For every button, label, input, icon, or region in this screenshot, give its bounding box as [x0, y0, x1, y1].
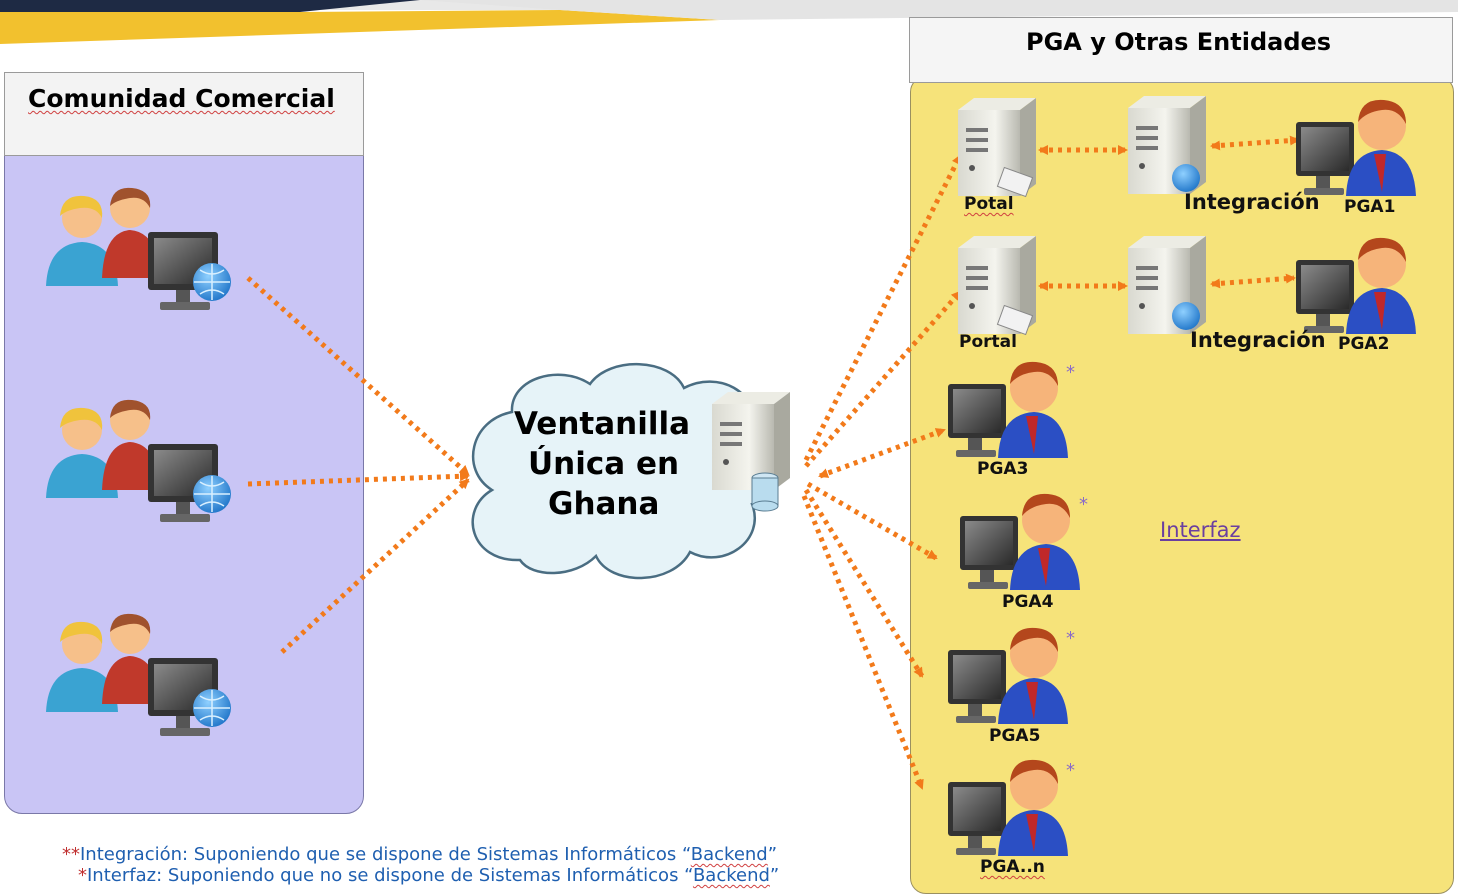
pga1-label: PGA1 — [1344, 197, 1396, 217]
footnote-interfaz-text: Interfaz: Suponiendo que no se dispone d… — [87, 865, 693, 886]
cloud-shape — [471, 363, 779, 580]
globe-icon — [1172, 302, 1200, 330]
pgan-label: PGA..n — [980, 857, 1045, 877]
center-line2: Única en — [528, 446, 680, 482]
asterisk-pga4: * — [1079, 494, 1088, 515]
asterisk-pgan: * — [1066, 760, 1075, 781]
pga2-agent-icon — [1296, 237, 1416, 334]
integracion-1-label: Integración — [1184, 190, 1320, 214]
footnote-interfaz-marker: * — [78, 865, 87, 886]
pga-header — [909, 17, 1453, 83]
potal-label: Potal — [964, 194, 1014, 214]
pga1-agent-icon — [1296, 99, 1416, 196]
comunidad-comercial-title: Comunidad Comercial — [28, 84, 335, 113]
user-group-3-icon — [45, 613, 232, 737]
footnote-integracion-word: Backend — [690, 844, 768, 865]
interfaz-label: Interfaz — [1160, 518, 1241, 542]
pga-panel — [910, 76, 1454, 894]
center-line3: Ghana — [548, 486, 660, 522]
footnote-integracion-text: Integración: Suponiendo que se dispone d… — [80, 844, 691, 865]
footnote-integracion: **Integración: Suponiendo que se dispone… — [62, 844, 777, 865]
document-icon — [996, 304, 1034, 336]
document-icon — [996, 166, 1034, 198]
integracion-2-label: Integración — [1190, 328, 1326, 352]
pga4-agent-icon — [960, 493, 1080, 590]
user-group-1-icon — [45, 187, 232, 311]
portal-label: Portal — [959, 332, 1017, 352]
footnote-integracion-marker: ** — [62, 844, 80, 865]
right-connectors — [801, 135, 1300, 790]
top-banner — [0, 0, 1458, 44]
asterisk-pga3: * — [1066, 362, 1075, 383]
footnote-integracion-end: ” — [767, 844, 778, 865]
globe-icon — [1172, 164, 1200, 192]
pga-title: PGA y Otras Entidades — [1026, 28, 1332, 56]
pga2-label: PGA2 — [1338, 334, 1390, 354]
database-icon — [751, 472, 779, 512]
pga3-label: PGA3 — [977, 459, 1029, 479]
pgan-agent-icon — [948, 759, 1068, 856]
user-group-2-icon — [45, 399, 232, 523]
pga5-agent-icon — [948, 627, 1068, 724]
pga4-label: PGA4 — [1002, 592, 1054, 612]
comunidad-comercial-header — [4, 72, 364, 156]
ventanilla-server-icon — [712, 392, 790, 490]
pga5-label: PGA5 — [989, 726, 1041, 746]
footnote-interfaz-end: ” — [769, 865, 780, 886]
asterisk-pga5: * — [1066, 628, 1075, 649]
pga3-agent-icon — [948, 361, 1068, 458]
center-line1: Ventanilla — [514, 406, 690, 442]
footnote-interfaz-word: Backend — [692, 865, 770, 886]
left-connectors — [246, 276, 470, 654]
footnote-interfaz: *Interfaz: Suponiendo que no se dispone … — [78, 865, 779, 886]
